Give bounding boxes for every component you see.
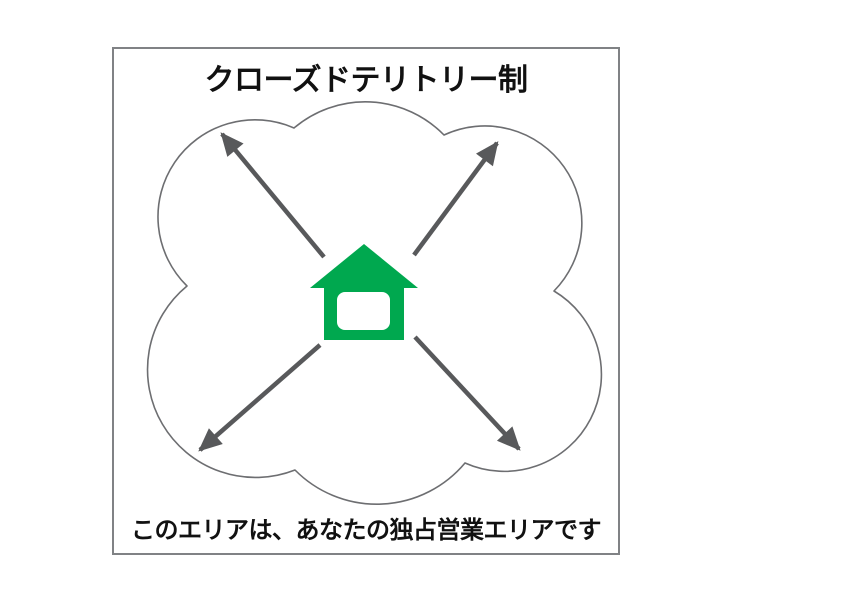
arrow-up-left-icon	[220, 132, 326, 259]
expansion-arrows	[198, 132, 521, 452]
house-icon	[310, 244, 418, 340]
diagram-frame: クローズドテリトリー制 このエリアは、	[112, 47, 620, 555]
arrow-down-left-icon	[198, 343, 322, 452]
diagram-title: クローズドテリトリー制	[204, 64, 529, 97]
house-roof	[310, 244, 418, 288]
territory-illustration	[146, 101, 603, 505]
house-window	[337, 292, 390, 330]
arrow-up-right-icon	[412, 141, 499, 257]
diagram-caption: このエリアは、あなたの独占営業エリアです	[131, 517, 602, 544]
arrow-down-right-icon	[413, 335, 521, 451]
